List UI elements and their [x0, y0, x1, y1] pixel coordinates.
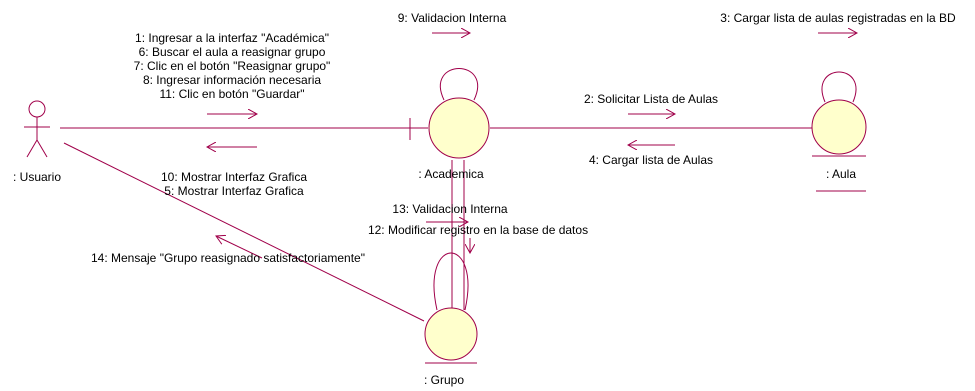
message-10: 10: Mostrar Interfaz Grafica [161, 170, 307, 184]
entity-icon [424, 307, 478, 364]
message-11: 11: Clic en botón "Guardar" [159, 87, 304, 101]
message-8: 8: Ingresar información necesaria [143, 73, 321, 87]
message-14: 14: Mensaje "Grupo reasignado satisfacto… [91, 251, 365, 265]
object-grupo-label: : Grupo [424, 373, 464, 387]
message-12: 12: Modificar registro en la base de dat… [368, 223, 588, 237]
self-loop-academica [440, 68, 478, 101]
message-9: 9: Validacion Interna [398, 11, 507, 25]
object-aula[interactable]: : Aula [811, 71, 867, 192]
message-6: 6: Buscar el aula a reasignar grupo [139, 45, 326, 59]
boundary-icon [409, 97, 490, 159]
actor-icon [24, 100, 50, 158]
actor-usuario[interactable]: : Usuario [13, 100, 61, 184]
self-loop-aula [821, 71, 857, 103]
object-grupo[interactable]: : Grupo [424, 252, 478, 387]
message-5: 5: Mostrar Interfaz Grafica [164, 184, 304, 198]
object-academica[interactable]: : Academica [409, 68, 490, 182]
self-loop-grupo [433, 252, 469, 311]
link-usuario-grupo [63, 142, 425, 322]
message-3: 3: Cargar lista de aulas registradas en … [720, 11, 956, 25]
message-2: 2: Solicitar Lista de Aulas [584, 92, 718, 106]
message-4: 4: Cargar lista de Aulas [589, 153, 713, 167]
arrow-grupo-to-usuario [216, 236, 263, 259]
actor-usuario-label: : Usuario [13, 170, 61, 184]
message-13: 13: Validacion Interna [392, 202, 508, 216]
object-academica-label: : Academica [418, 167, 484, 181]
messages-usuario-academica: 1: Ingresar a la interfaz "Académica" 6:… [134, 31, 331, 101]
object-aula-label: : Aula [826, 167, 856, 181]
entity-icon [811, 99, 867, 157]
message-1: 1: Ingresar a la interfaz "Académica" [135, 31, 329, 45]
message-7: 7: Clic en el botón "Reasignar grupo" [134, 59, 331, 73]
